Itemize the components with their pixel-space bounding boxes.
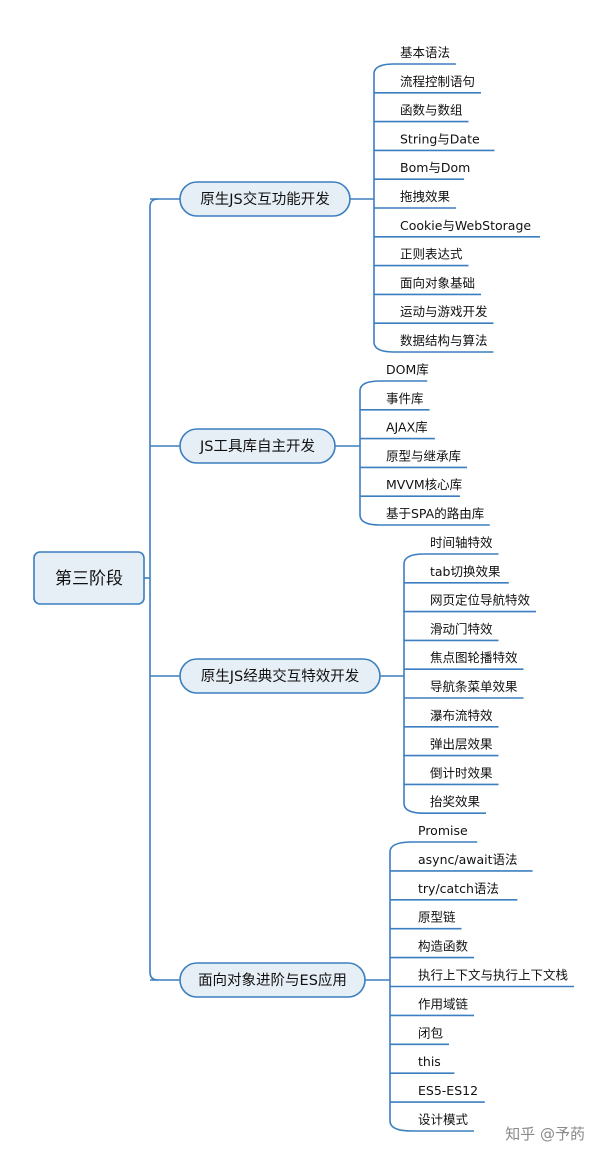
- leaf-node: try/catch语法: [412, 881, 518, 901]
- leaf-node: DOM库: [380, 362, 429, 382]
- leaf-node: MVVM核心库: [380, 477, 462, 498]
- leaf-label: 运动与游戏开发: [400, 304, 488, 319]
- leaf-node: 导航条菜单效果: [424, 679, 524, 699]
- leaf-node: ES5-ES12: [412, 1083, 485, 1103]
- leaf-label: String与Date: [400, 131, 480, 146]
- leaf-node: 流程控制语句: [394, 74, 481, 94]
- branch-label: JS工具库自主开发: [199, 438, 315, 455]
- watermark-text: 知乎 @予菂: [505, 1125, 585, 1143]
- leaf-label: 作用域链: [418, 996, 469, 1011]
- leaf-label: tab切换效果: [430, 564, 501, 579]
- leaf-node: 事件库: [380, 391, 430, 411]
- leaf-node: 构造函数: [412, 939, 474, 959]
- leaf-node: 基于SPA的路由库: [380, 506, 490, 526]
- leaf-node: 基本语法: [394, 45, 456, 65]
- branch-node: 原生JS经典交互特效开发: [179, 658, 381, 694]
- leaf-label: MVVM核心库: [386, 477, 462, 492]
- branch-node: 原生JS交互功能开发: [179, 181, 351, 217]
- root-node: 第三阶段: [33, 551, 145, 605]
- leaf-label: 面向对象基础: [400, 275, 475, 290]
- leaf-node: 数据结构与算法: [394, 333, 494, 353]
- leaf-label: 弹出层效果: [430, 737, 493, 752]
- leaf-node: 原型与继承库: [380, 448, 467, 469]
- leaf-node: tab切换效果: [424, 564, 509, 584]
- leaf-label: async/await语法: [418, 852, 518, 867]
- leaf-label: ES5-ES12: [418, 1083, 478, 1098]
- leaf-label: 构造函数: [418, 939, 469, 954]
- leaf-label: 基本语法: [400, 45, 450, 60]
- leaf-label: 流程控制语句: [400, 74, 475, 89]
- leaf-label: 原型链: [418, 910, 456, 925]
- leaf-node: 瀑布流特效: [424, 708, 499, 728]
- leaf-label: Promise: [418, 823, 468, 838]
- leaf-node: 运动与游戏开发: [394, 304, 494, 325]
- trunk-line: [149, 198, 159, 981]
- leaf-label: 基于SPA的路由库: [386, 506, 484, 521]
- leaf-node: AJAX库: [380, 420, 435, 440]
- leaf-label: 导航条菜单效果: [430, 679, 518, 694]
- leaf-node: 设计模式: [412, 1112, 474, 1132]
- root-label: 第三阶段: [55, 569, 123, 589]
- leaf-label: 焦点图轮播特效: [430, 650, 518, 665]
- leaf-node: 函数与数组: [394, 103, 469, 123]
- leaf-label: AJAX库: [386, 420, 428, 435]
- leaf-node: 正则表达式: [394, 247, 469, 267]
- leaf-node: 焦点图轮播特效: [424, 650, 524, 671]
- branch-label: 面向对象进阶与ES应用: [198, 971, 347, 989]
- leaf-node: 作用域链: [412, 996, 474, 1017]
- leaf-label: 执行上下文与执行上下文栈: [418, 968, 568, 983]
- leaf-label: this: [418, 1054, 441, 1069]
- leaf-node: 原型链: [412, 910, 462, 930]
- leaf-node: 网页定位导航特效: [424, 593, 536, 613]
- leaf-label: 设计模式: [418, 1112, 469, 1127]
- leaf-node: Bom与Dom: [394, 160, 470, 180]
- leaf-node: 闭包: [412, 1025, 449, 1046]
- leaf-node: async/await语法: [412, 852, 533, 872]
- leaf-spine: [403, 553, 425, 814]
- branch-label: 原生JS交互功能开发: [200, 190, 329, 208]
- leaf-label: 倒计时效果: [430, 765, 493, 780]
- leaf-label: 网页定位导航特效: [430, 593, 531, 608]
- leaf-node: this: [412, 1054, 455, 1074]
- branch-nodes: 原生JS交互功能开发 JS工具库自主开发原生JS经典交互特效开发面向对象进阶与ES…: [179, 181, 381, 998]
- leaf-label: 闭包: [418, 1025, 443, 1040]
- leaf-label: 原型与继承库: [386, 448, 461, 463]
- leaf-node: String与Date: [394, 131, 495, 152]
- leaf-node: Promise: [412, 823, 478, 843]
- leaf-label: 拖拽效果: [400, 189, 451, 204]
- leaf-label: 正则表达式: [400, 247, 463, 262]
- branch-node: 面向对象进阶与ES应用: [179, 962, 366, 998]
- leaf-label: Bom与Dom: [400, 160, 470, 175]
- branch-node: JS工具库自主开发: [179, 428, 336, 464]
- leaf-node: 抬奖效果: [424, 794, 486, 815]
- leaf-node: 滑动门特效: [424, 621, 499, 642]
- leaf-label: 时间轴特效: [430, 535, 493, 550]
- leaf-label: 抬奖效果: [430, 794, 481, 809]
- leaf-node: 时间轴特效: [424, 535, 499, 555]
- leaf-label: 事件库: [386, 391, 424, 406]
- leaf-label: 滑动门特效: [430, 621, 493, 636]
- branch-label: 原生JS经典交互特效开发: [201, 667, 359, 685]
- leaf-label: 函数与数组: [400, 103, 463, 118]
- leaf-node: 拖拽效果: [394, 189, 456, 209]
- leaf-spine: [359, 380, 381, 526]
- leaf-node: 倒计时效果: [424, 765, 499, 786]
- leaf-node: 执行上下文与执行上下文栈: [412, 968, 574, 988]
- leaf-label: 数据结构与算法: [400, 333, 488, 348]
- connector-lines: [144, 63, 425, 1132]
- leaf-label: 瀑布流特效: [430, 708, 493, 723]
- leaf-node: 面向对象基础: [394, 275, 481, 296]
- leaf-label: Cookie与WebStorage: [400, 218, 531, 233]
- leaf-node: 弹出层效果: [424, 737, 499, 757]
- leaf-node: Cookie与WebStorage: [394, 218, 541, 238]
- leaf-label: try/catch语法: [418, 881, 499, 896]
- leaf-label: DOM库: [386, 362, 429, 377]
